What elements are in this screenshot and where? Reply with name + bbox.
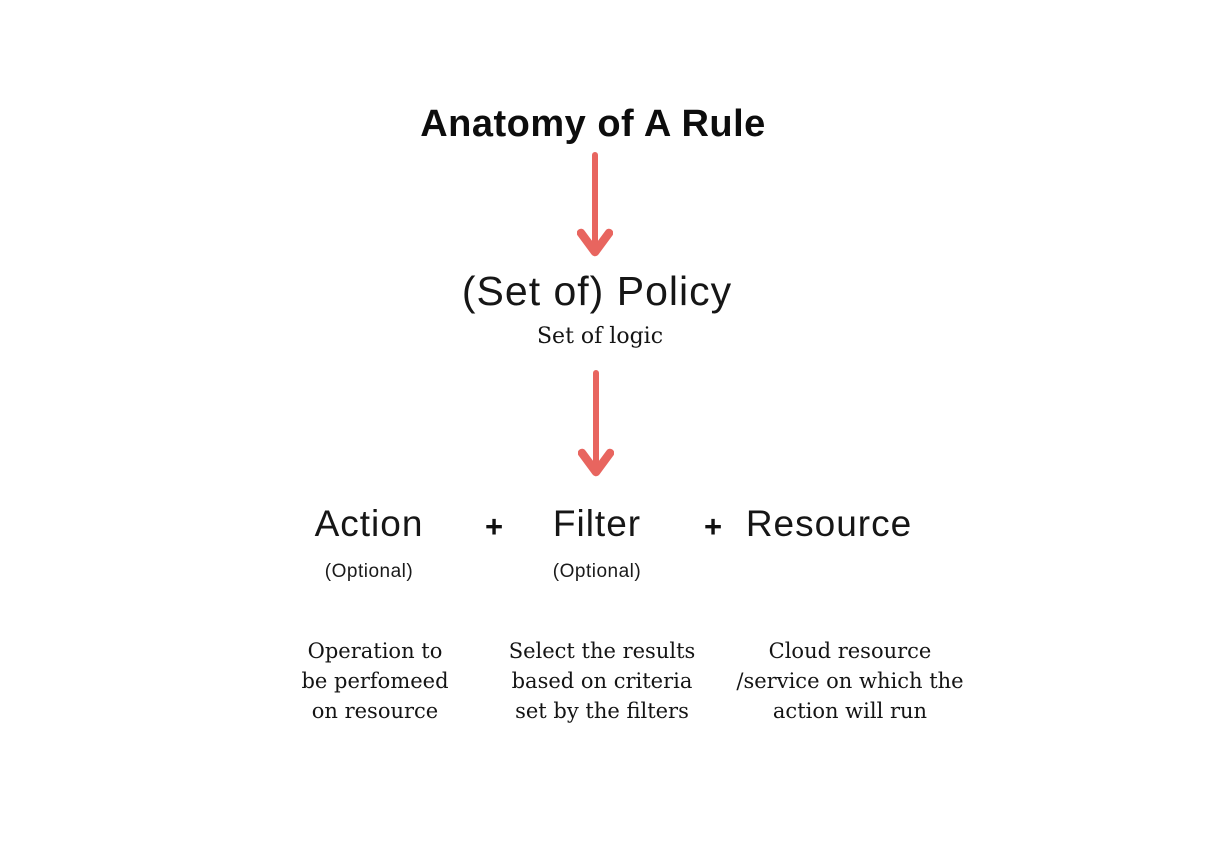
component-label-filter: Filter <box>552 503 642 544</box>
component-label-resource: Resource <box>745 503 913 544</box>
description-filter: Select the results based on criteria set… <box>509 636 696 726</box>
description-line: Operation to <box>307 639 443 663</box>
description-line: based on criteria <box>511 669 693 693</box>
arrow-down-icon <box>577 152 613 260</box>
description-action: Operation to be perfomeed on resource <box>301 636 448 726</box>
diagram-title: Anatomy of A Rule <box>420 103 766 145</box>
arrow-down-icon <box>578 370 614 480</box>
optional-tag-filter: (Optional) <box>552 561 642 582</box>
policy-subheading: Set of logic <box>536 324 664 349</box>
description-line: action will run <box>772 699 928 723</box>
policy-heading: (Set of) Policy <box>461 268 733 314</box>
description-line: be perfomeed <box>301 669 449 693</box>
description-line: on resource <box>311 699 439 723</box>
description-line: Cloud resource <box>768 639 932 663</box>
description-resource: Cloud resource /service on which the act… <box>736 636 963 726</box>
description-line: set by the filters <box>515 699 689 723</box>
plus-sign: + <box>703 509 723 544</box>
plus-sign: + <box>484 509 504 544</box>
description-line: /service on which the <box>736 669 964 693</box>
component-label-action: Action <box>314 503 424 544</box>
description-line: Select the results <box>508 639 696 663</box>
optional-tag-action: (Optional) <box>324 561 414 582</box>
